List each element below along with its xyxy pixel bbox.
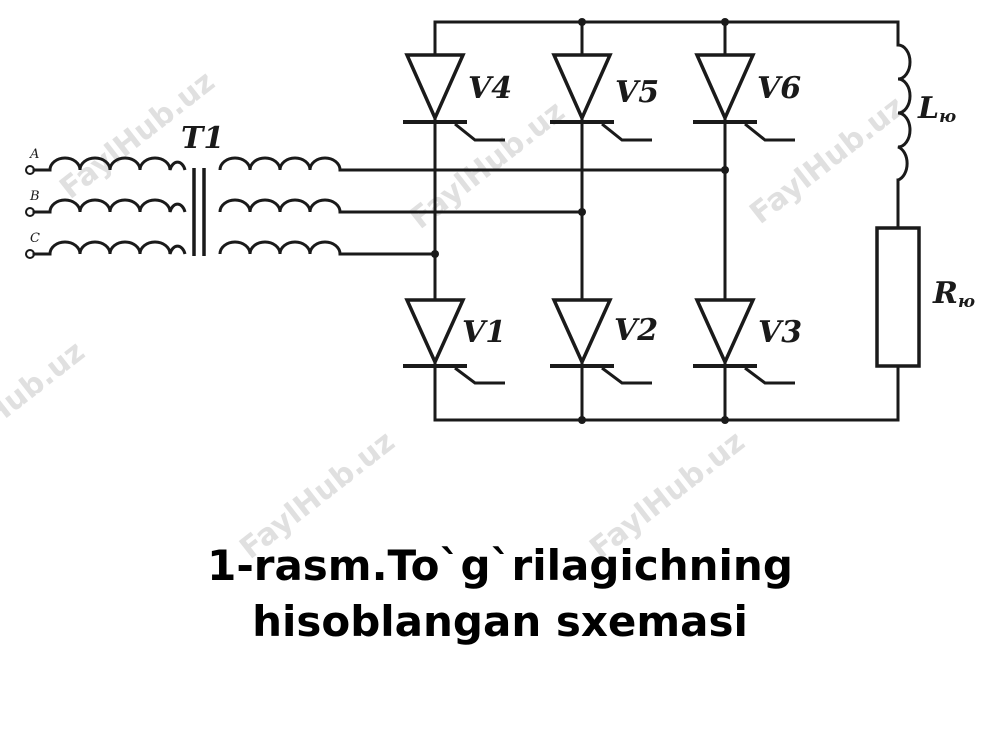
secondary-coil-c — [218, 240, 342, 255]
primary-coil-b — [48, 198, 187, 213]
junctions — [431, 18, 729, 424]
resistor-body — [875, 226, 921, 368]
secondary-coil-a — [218, 156, 342, 171]
inductor-coil — [897, 43, 912, 182]
thyristor-label-v5: V5 — [615, 75, 659, 110]
thyristor-triangle — [551, 53, 613, 123]
thyristor-triangle — [404, 53, 466, 123]
phase-inputs: A B C — [25, 147, 52, 259]
thyristor-label-v2: V2 — [614, 313, 658, 348]
phase-label-c: C — [30, 231, 40, 246]
watermark-text: FaylHub.uz — [743, 89, 911, 231]
thyristor-triangle — [551, 298, 613, 367]
thyristor-label-v1: V1 — [462, 315, 506, 350]
watermark-text: FaylHub.uz — [403, 94, 571, 236]
load-resistor: Rю — [875, 226, 975, 368]
thyristor-label-v4: V4 — [468, 71, 512, 106]
thyristor-v5: V5 — [550, 53, 659, 142]
primary-coil-c — [48, 240, 187, 255]
phase-label-a: A — [29, 147, 39, 162]
thyristor-v6: V6 — [693, 53, 801, 142]
inductor-label: Lю — [917, 91, 956, 127]
load-inductor: Lю — [897, 43, 956, 182]
resistor-label: Rю — [932, 276, 975, 312]
phase-output-wires — [338, 168, 727, 256]
thyristor-label-v6: V6 — [757, 71, 801, 106]
transformer-t1: T1 — [48, 121, 342, 256]
thyristor-triangle — [404, 298, 466, 367]
watermark-text: FaylHub.uz — [0, 334, 92, 476]
transformer-label: T1 — [181, 121, 224, 156]
thyristor-triangle — [694, 53, 756, 123]
thyristor-triangle — [694, 298, 756, 367]
phase-label-b: B — [29, 189, 40, 204]
primary-coil-a — [48, 156, 187, 171]
secondary-coil-b — [218, 198, 342, 213]
thyristor-v1: V1 — [403, 298, 506, 385]
thyristor-v3: V3 — [693, 298, 802, 385]
thyristor-v4: V4 — [403, 53, 512, 142]
thyristor-label-v3: V3 — [758, 315, 802, 350]
figure-caption-line-2: hisoblangan sxemasi — [252, 597, 748, 646]
figure-caption-line-1: 1-rasm.To`g`rilagichning — [207, 541, 793, 590]
thyristor-v2: V2 — [550, 298, 658, 385]
